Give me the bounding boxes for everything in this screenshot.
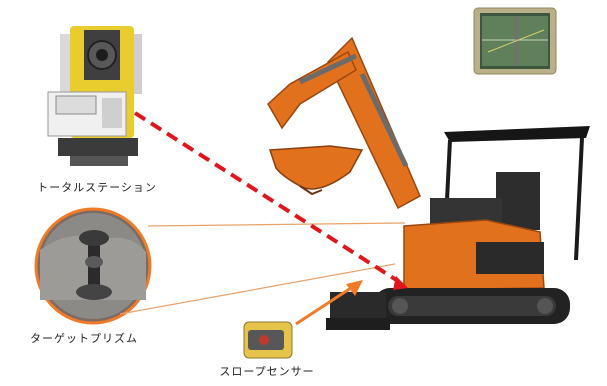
leader-line-lower [119,263,396,315]
excavator-icon [267,36,590,330]
slope-sensor-arrow-head [346,280,363,296]
leader-line-upper [147,222,406,227]
target-prism-icon [34,207,152,325]
total-station-label: トータルステーション [37,181,157,194]
sight-line [133,111,400,283]
tablet-icon [473,7,557,75]
target-prism-label: ターゲットプリズム [30,332,138,345]
slope-sensor-arrow [295,284,355,326]
slope-sensor-icon [243,321,293,359]
slope-sensor-label: スロープセンサー [219,365,315,378]
total-station-icon [47,26,142,166]
sight-line-head [393,276,408,290]
